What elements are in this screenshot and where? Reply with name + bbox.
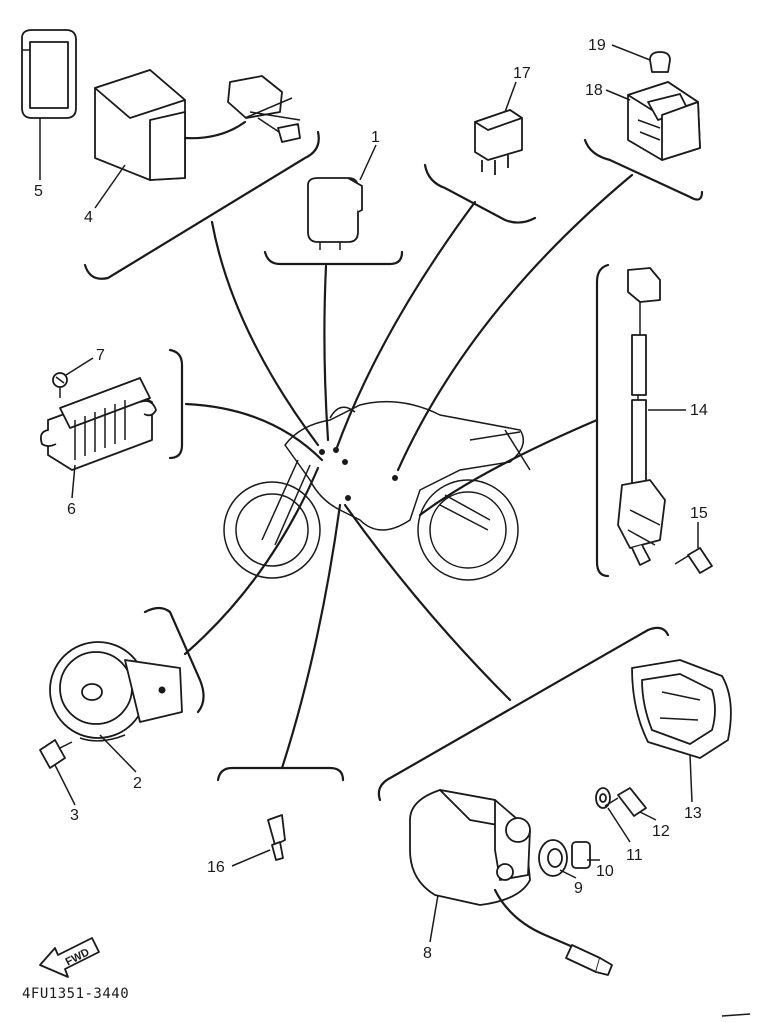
leader-rectifier <box>184 402 324 462</box>
bracket-rectifier <box>168 348 184 460</box>
label-16: 16 <box>207 859 225 876</box>
bracket-starter <box>377 626 670 802</box>
bracket-relay-17 <box>423 163 537 224</box>
spacer-10 <box>571 841 591 869</box>
bolt-3 <box>39 739 73 769</box>
leader-starter <box>343 503 512 702</box>
horn <box>49 641 183 742</box>
leader-top-left <box>210 220 320 447</box>
starter-motor <box>409 789 613 976</box>
leader-top-right <box>396 173 634 472</box>
bracket-horn <box>143 606 205 714</box>
starter-cover <box>631 659 732 759</box>
leader-sidestand <box>418 418 599 517</box>
motorcycle-outline <box>223 400 531 581</box>
bracket-sidestand <box>595 263 610 578</box>
rubber-cover <box>21 29 77 119</box>
flasher-relay <box>307 177 363 250</box>
label-6: 6 <box>67 501 76 518</box>
label-15: 15 <box>690 505 708 522</box>
bushing-9 <box>538 839 568 877</box>
bracket-sensor <box>216 766 345 782</box>
label-12: 12 <box>652 823 670 840</box>
washer-11 <box>595 787 611 809</box>
label-18: 18 <box>585 82 603 99</box>
relay-17 <box>474 109 523 175</box>
forward-arrow-icon: FWD <box>39 937 100 978</box>
label-2: 2 <box>133 775 142 792</box>
label-10: 10 <box>596 863 614 880</box>
bolt-12 <box>604 787 647 817</box>
label-3: 3 <box>70 807 79 824</box>
sidestand-switch <box>617 267 666 566</box>
leader-center <box>323 264 330 442</box>
screw-7 <box>52 372 68 398</box>
bracket-center-top <box>263 250 404 266</box>
corner-mark <box>721 1013 751 1017</box>
part-labels: 1 2 3 4 5 6 7 8 9 10 11 12 13 14 15 16 1… <box>34 37 708 962</box>
screw-15 <box>674 547 713 574</box>
sensor-16 <box>267 814 286 861</box>
relay-cap <box>649 51 671 73</box>
bracket-top-right <box>583 138 704 201</box>
label-19: 19 <box>588 37 606 54</box>
drawing-code: 4FU1351-3440 <box>22 986 129 1002</box>
label-7: 7 <box>96 347 105 364</box>
leader-relay-17 <box>334 200 477 452</box>
label-14: 14 <box>690 402 708 419</box>
bracket-top-left <box>83 130 320 280</box>
label-1: 1 <box>371 129 380 146</box>
label-8: 8 <box>423 945 432 962</box>
leader-horn <box>183 466 320 656</box>
label-5: 5 <box>34 183 43 200</box>
rectifier-regulator <box>39 377 157 471</box>
label-4: 4 <box>84 209 93 226</box>
label-9: 9 <box>574 880 583 897</box>
leader-sensor <box>280 503 342 770</box>
label-11: 11 <box>626 847 643 864</box>
starter-relay <box>627 81 701 161</box>
label-13: 13 <box>684 805 702 822</box>
label-17: 17 <box>513 65 531 82</box>
cdi-unit <box>94 69 301 181</box>
